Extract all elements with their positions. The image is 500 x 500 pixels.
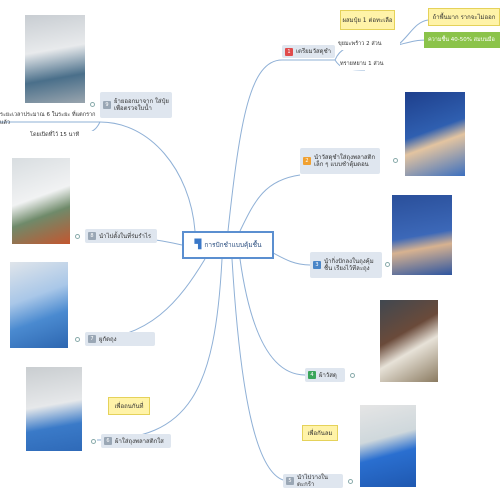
t1-sub-1: ขุยมะพร้าว 2 ส่วน bbox=[338, 40, 400, 50]
topic-number: 4 bbox=[308, 371, 316, 379]
t1-note-2: ถ้าพื้นมาก รากจะไม่ออก bbox=[428, 8, 500, 26]
photo-topic-2 bbox=[405, 92, 465, 176]
topic-number: 9 bbox=[103, 101, 111, 109]
mindmap-icon: ▜ bbox=[194, 240, 202, 250]
topic-number: 1 bbox=[285, 47, 293, 56]
topic-label: ผูกัดถุง bbox=[99, 335, 117, 343]
topic-number: 8 bbox=[88, 232, 96, 240]
t1-note-3: ความชื้น 40-50% สมบนมือ bbox=[424, 32, 500, 48]
t9-sub-1: ระยะเวลาประมาณ 6 ในระยะ ที่แตกรากแล้ว bbox=[0, 111, 96, 126]
t1-note-1: ผสมปุ๋ย 1 ต่อทะเลือ bbox=[340, 10, 395, 30]
t9-sub-2: โดยเปิดที่ไว้ 15 นาที bbox=[30, 131, 96, 141]
collapse-toggle[interactable] bbox=[385, 262, 390, 267]
t1-sub-2: ทรายหยาบ 1 ส่วน bbox=[340, 60, 400, 70]
collapse-toggle[interactable] bbox=[348, 479, 353, 484]
topic-label: ผ้าใส่ถุงพลาสติกใส bbox=[115, 437, 164, 445]
collapse-toggle[interactable] bbox=[75, 234, 80, 239]
topic-2[interactable]: 2 นำวัสดุชำใส่ถุงพลาสติกเล็ก ๆ แบบชำตุ้ม… bbox=[300, 148, 380, 174]
photo-topic-4 bbox=[380, 300, 438, 382]
topic-7[interactable]: 7 ผูกัดถุง bbox=[85, 332, 155, 346]
topic-label: นำไปวางในตะกร้า bbox=[297, 474, 328, 488]
topic-8[interactable]: 8 นำไปตั้งในที่ร่มรำไร bbox=[85, 229, 157, 243]
collapse-toggle[interactable] bbox=[90, 102, 95, 107]
t6-note: เพื่อถนกันที่ bbox=[108, 397, 150, 415]
topic-9[interactable]: 9 ย้ายออกมาจาก ใส่ปุ๋ยเพื่อตรวจใบน้ำ bbox=[100, 92, 172, 118]
topic-number: 7 bbox=[88, 335, 96, 343]
topic-5[interactable]: 5 นำไปวางในตะกร้า bbox=[283, 474, 343, 488]
topic-number: 3 bbox=[313, 261, 321, 269]
central-topic[interactable]: ▜ การปักชำแบบคุ้มชื้น bbox=[182, 231, 274, 259]
collapse-toggle[interactable] bbox=[91, 439, 96, 444]
topic-label: นำไปตั้งในที่ร่มรำไร bbox=[99, 232, 152, 240]
collapse-toggle[interactable] bbox=[75, 337, 80, 342]
topic-label: ย้ายออกมาจาก ใส่ปุ๋ยเพื่อตรวจใบน้ำ bbox=[114, 98, 169, 112]
topic-label: นำกิ่งปักลงในถุงคุ้มชื้น เรียงไว้ทีละถุง bbox=[324, 258, 374, 272]
t5-note: เพื่อกันลม bbox=[302, 425, 338, 441]
topic-4[interactable]: 4 ผ้าวัสดุ bbox=[305, 368, 345, 382]
photo-topic-3 bbox=[392, 195, 452, 275]
topic-number: 2 bbox=[303, 157, 311, 165]
topic-number: 6 bbox=[104, 437, 112, 445]
topic-label: ผ้าวัสดุ bbox=[319, 371, 337, 379]
photo-topic-7 bbox=[10, 262, 68, 348]
photo-topic-9 bbox=[25, 15, 85, 103]
photo-topic-8 bbox=[12, 158, 70, 244]
topic-label: นำวัสดุชำใส่ถุงพลาสติกเล็ก ๆ แบบชำตุ้มดอ… bbox=[314, 154, 376, 168]
collapse-toggle[interactable] bbox=[393, 158, 398, 163]
photo-topic-6 bbox=[26, 367, 82, 451]
central-topic-label: การปักชำแบบคุ้มชื้น bbox=[204, 241, 262, 249]
topic-number: 5 bbox=[286, 477, 294, 485]
photo-topic-5 bbox=[360, 405, 416, 487]
topic-6[interactable]: 6 ผ้าใส่ถุงพลาสติกใส bbox=[101, 434, 171, 448]
collapse-toggle[interactable] bbox=[350, 373, 355, 378]
topic-label: เตรียมวัสดุชำ bbox=[296, 48, 332, 55]
topic-3[interactable]: 3 นำกิ่งปักลงในถุงคุ้มชื้น เรียงไว้ทีละถ… bbox=[310, 252, 382, 278]
topic-1[interactable]: 1 เตรียมวัสดุชำ bbox=[282, 45, 335, 58]
